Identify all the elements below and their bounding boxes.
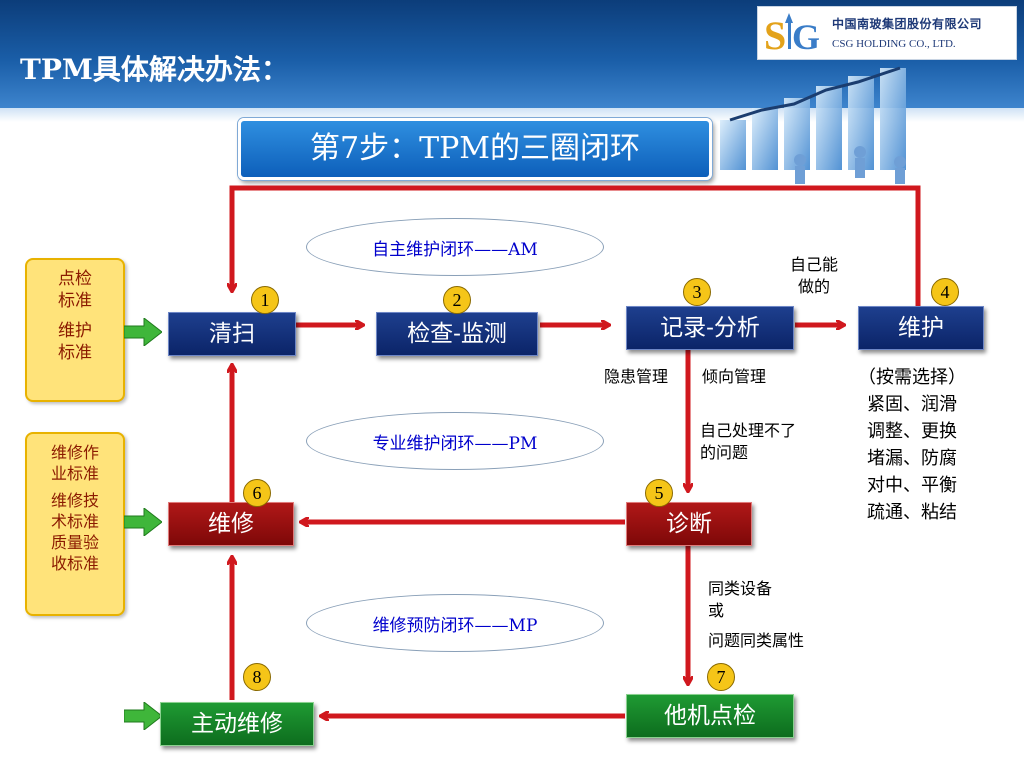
- node-repair: 维修: [168, 502, 294, 546]
- note-maintenance-options: （按需选择） 紧固、润滑 调整、更换 堵漏、防腐 对中、平衡 疏通、粘结: [858, 367, 966, 523]
- step-badge-7: 7: [707, 663, 735, 691]
- loop-pm-label: 专业维护闭环——PM: [306, 412, 604, 470]
- csg-logo-icon: S G: [764, 13, 820, 57]
- logo-chinese-name: 中国南玻集团股份有限公司: [832, 17, 983, 31]
- node-record-analyze: 记录-分析: [626, 306, 794, 350]
- growth-chart-illustration: [720, 66, 906, 184]
- company-logo: S G 中国南玻集团股份有限公司 CSG HOLDING CO., LTD.: [757, 6, 1017, 60]
- node-clean: 清扫: [168, 312, 296, 356]
- logo-english-name: CSG HOLDING CO., LTD.: [832, 38, 956, 50]
- loop-am-label: 自主维护闭环——AM: [306, 218, 604, 276]
- step-badge-4: 4: [931, 278, 959, 306]
- note-self-cannot-handle: 自己处理不了 的问题: [700, 421, 797, 462]
- step-badge-2: 2: [443, 286, 471, 314]
- inspection-maintenance-standards: 点检 标准 维护 标准: [25, 258, 125, 402]
- green-arrow-right-icon: [124, 508, 162, 536]
- node-diagnose: 诊断: [626, 502, 752, 546]
- node-inspect-monitor: 检查-监测: [376, 312, 538, 356]
- node-maintain: 维护: [858, 306, 984, 350]
- green-arrow-right-icon: [124, 702, 162, 730]
- svg-text:S: S: [764, 13, 786, 57]
- step-badge-1: 1: [251, 286, 279, 314]
- node-proactive-repair: 主动维修: [160, 702, 314, 746]
- node-other-machine-check: 他机点检: [626, 694, 794, 738]
- note-self-can-do: 自己能 做的: [790, 255, 839, 296]
- arrow-maintain-to-clean: [232, 185, 921, 306]
- repair-standards: 维修作 业标准 维修技 术标准 质量验 收标准: [25, 432, 125, 616]
- step-badge-6: 6: [243, 479, 271, 507]
- svg-text:G: G: [792, 17, 820, 57]
- step-badge-5: 5: [645, 479, 673, 507]
- step-badge-8: 8: [243, 663, 271, 691]
- step-badge-3: 3: [683, 278, 711, 306]
- green-arrow-right-icon: [124, 318, 162, 346]
- note-hidden-danger: 隐患管理: [604, 367, 669, 386]
- loop-mp-label: 维修预防闭环——MP: [306, 594, 604, 652]
- step-title: 第7步：TPM的三圈闭环: [238, 118, 712, 180]
- note-trend-management: 倾向管理: [702, 367, 767, 386]
- note-same-type: 同类设备 或 问题同类属性: [708, 579, 805, 650]
- slide-title: TPM具体解决办法：: [20, 53, 289, 86]
